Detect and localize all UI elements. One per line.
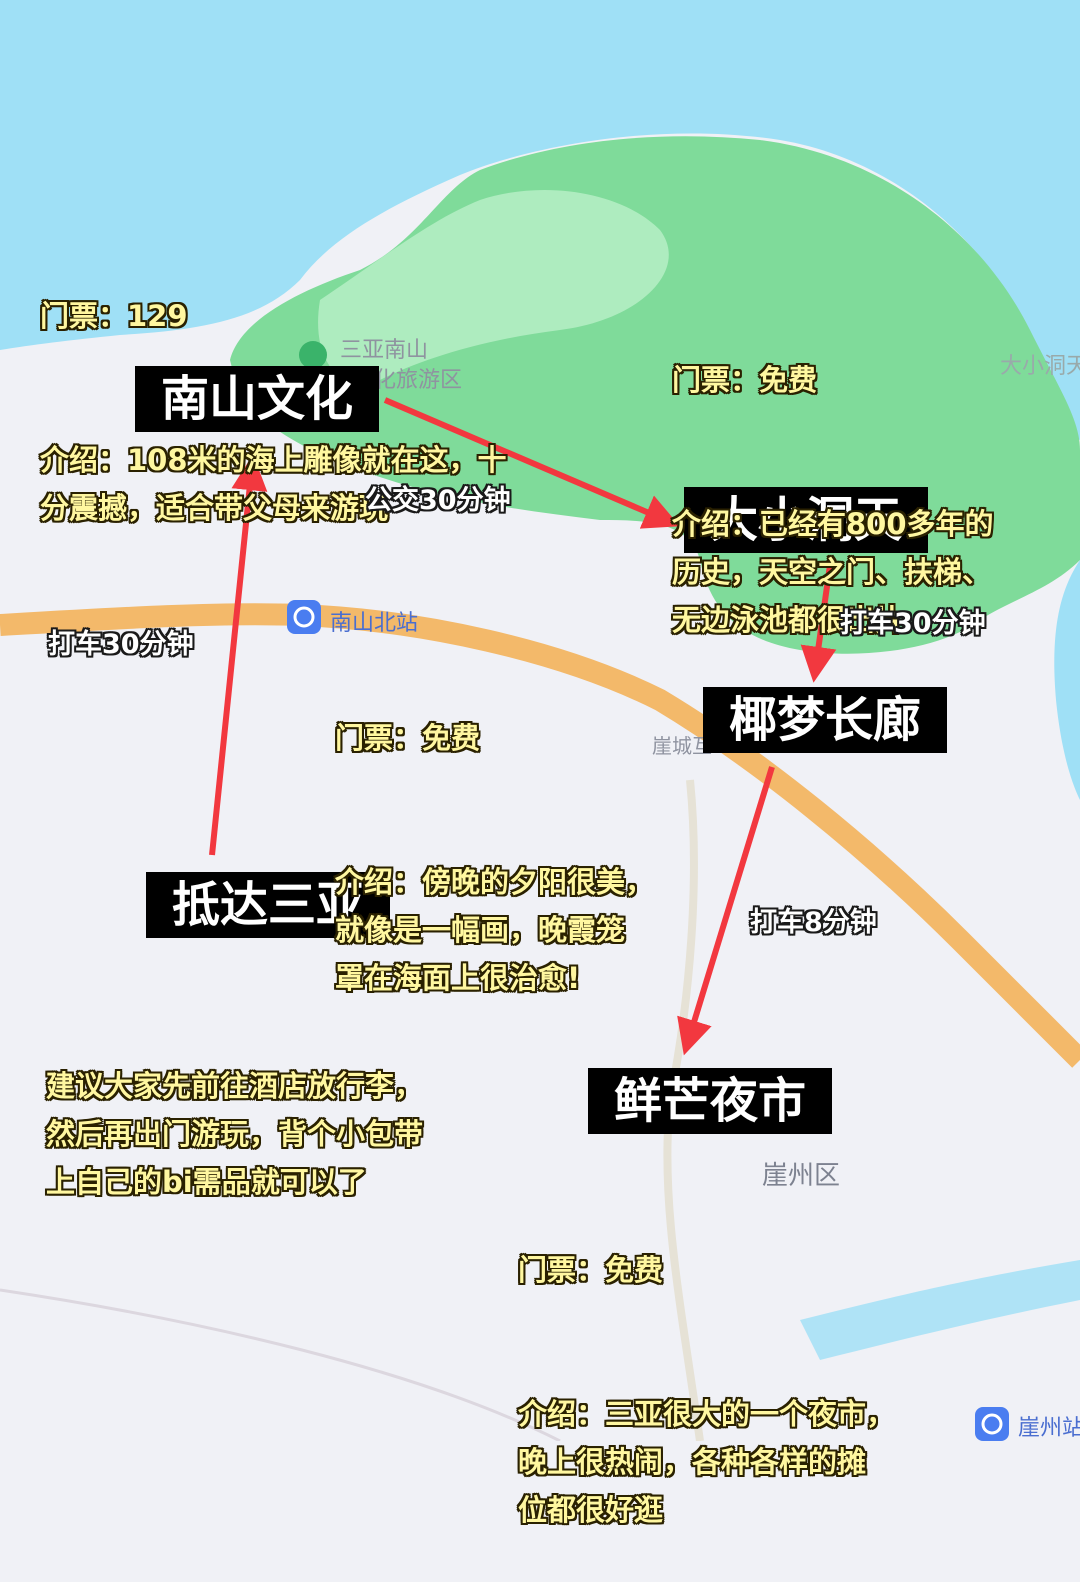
stop-label-xianmang: 鲜芒夜市: [588, 1068, 833, 1134]
station-icon: [287, 600, 321, 634]
xianmang-intro: 介绍：三亚很大的一个夜市， 晚上很热闹，各种各样的摊 位都很好逛: [518, 1397, 896, 1527]
stop-label-yemeng: 椰梦长廊: [703, 687, 948, 753]
sea: [0, 0, 1080, 440]
arrow-nanshan-to-daxiao: [383, 397, 680, 529]
note-yemeng: 门票：免费 介绍：傍晚的夕阳很美， 就像是一幅画，晚霞笼 罩在海面上很治愈!: [335, 618, 654, 1050]
yazhou-station-icon: [975, 1407, 1009, 1441]
nanshan-ticket: 门票：129: [40, 299, 188, 333]
daxiao-intro: 介绍：已经有800多年的 历史，天空之门、扶梯、 无边泳池都很出片: [672, 507, 994, 637]
arrow-daxiao-to-yemeng: [800, 564, 837, 683]
route-arrive-to-nanshan: 打车30分钟: [48, 629, 194, 660]
route-yemeng-to-xianmang: 打车8分钟: [750, 907, 877, 938]
yemeng-ticket: 门票：免费: [335, 721, 481, 755]
road: [0, 603, 1080, 1068]
xianmang-ticket: 门票：免费: [518, 1253, 664, 1287]
district-name: 崖州区: [762, 1161, 841, 1191]
arrow-yemeng-to-xianmang: [677, 766, 775, 1056]
station-name: 南山北站: [330, 611, 419, 636]
scenic-area-name-line1: 三亚南山: [340, 338, 429, 363]
stop-label-arrive: 抵达三亚: [146, 872, 391, 938]
sea-east: [1054, 560, 1080, 800]
route-nanshan-to-daxiao: 公交30分钟: [365, 485, 511, 516]
stop-label-nanshan: 南山文化: [135, 366, 380, 432]
route-daxiao-to-yemeng: 打车30分钟: [840, 608, 986, 639]
daxiao-ticket: 门票：免费: [672, 363, 818, 397]
green-highlight: [318, 190, 669, 384]
yacheng-map-name: 崖城互: [652, 734, 712, 758]
arrow-arrive-to-nanshan: [209, 454, 268, 856]
road-minor-2: [0, 1288, 561, 1441]
river: [800, 1260, 1080, 1360]
note-nanshan: 门票：129 介绍：108米的海上雕像就在这，十 分震撼，适合带父母来游玩: [40, 196, 507, 580]
nanshan-intro: 介绍：108米的海上雕像就在这，十 分震撼，适合带父母来游玩: [40, 443, 507, 525]
arrive-tip: 建议大家先前往酒店放行李， 然后再出门游玩，背个小包带 上自己的bi需品就可以了: [46, 1069, 424, 1199]
yazhou-station-name: 崖州站: [1018, 1416, 1080, 1441]
scenic-icon: [299, 341, 327, 369]
yemeng-intro: 介绍：傍晚的夕阳很美， 就像是一幅画，晚霞笼 罩在海面上很治愈!: [335, 865, 655, 995]
note-xianmang: 门票：免费 介绍：三亚很大的一个夜市， 晚上很热闹，各种各样的摊 位都很好逛: [518, 1150, 895, 1582]
stop-label-daxiao: 大小洞天: [684, 487, 929, 553]
daxiao-map-name: 大小洞天: [1000, 354, 1080, 379]
note-arrive: 建议大家先前往酒店放行李， 然后再出门游玩，背个小包带 上自己的bi需品就可以了: [46, 966, 423, 1254]
note-daxiao: 门票：免费 介绍：已经有800多年的 历史，天空之门、扶梯、 无边泳池都很出片: [672, 260, 994, 692]
